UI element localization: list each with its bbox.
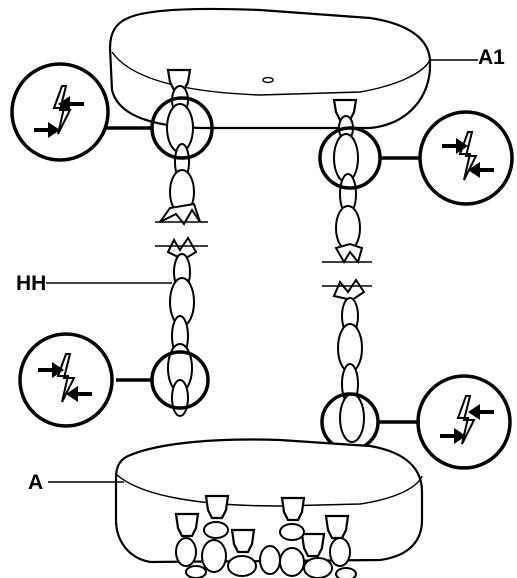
chain-break-marks (155, 221, 372, 287)
bottom-canopy (114, 438, 424, 578)
detail-circle-bottom-left (18, 332, 114, 428)
lower-fixture-parts (174, 494, 357, 578)
link-close-icon (38, 353, 92, 403)
label-a1: A1 (478, 46, 505, 69)
label-hh-group: HH (16, 272, 172, 295)
link-open-icon (440, 395, 494, 445)
left-chain-lower (166, 236, 198, 417)
label-hh: HH (16, 272, 46, 295)
link-open-icon (34, 85, 84, 138)
detail-connectors (106, 126, 420, 424)
detail-circle-top-right (418, 110, 514, 206)
link-close-icon (442, 131, 494, 181)
detail-circle-bottom-right (416, 374, 512, 470)
right-chain-lower (332, 278, 366, 443)
label-a: A (28, 471, 43, 494)
label-a-group: A (28, 471, 124, 494)
label-a1-group: A1 (430, 46, 505, 69)
detail-circle-top-left (10, 62, 110, 162)
